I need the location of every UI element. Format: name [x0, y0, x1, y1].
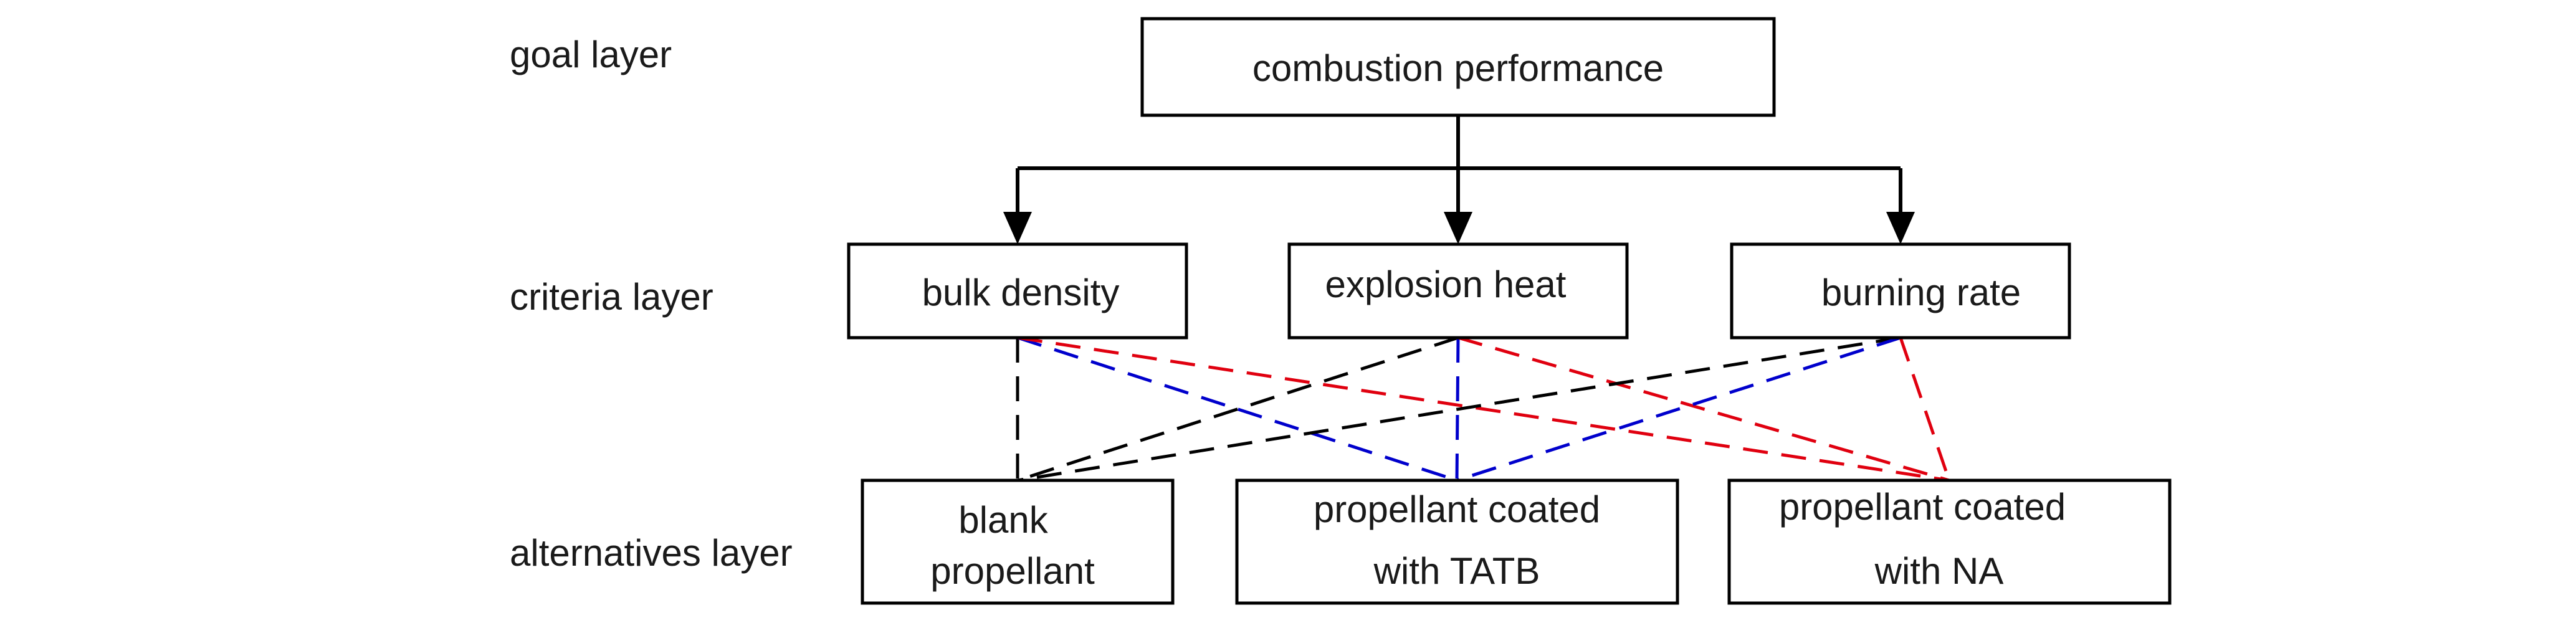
- criteria-label: explosion heat: [1325, 264, 1567, 305]
- goal-box: [1140, 17, 1776, 117]
- alternative-label-line-2: propellant: [930, 550, 1095, 592]
- arrow-head-icon: [1444, 212, 1472, 244]
- connection-explosion-heat-to-propellant-coated-tatb: [1455, 337, 1460, 481]
- alternative-box: [1727, 478, 2172, 605]
- criteria-alternative-connections: [1016, 336, 1951, 482]
- goal-label: combustion performance: [1252, 47, 1664, 89]
- tree-connectors: [1003, 115, 1915, 244]
- connection-burning-rate-to-propellant-coated-na: [1899, 337, 1951, 481]
- connection-burning-rate-to-propellant-coated-tatb: [1456, 336, 1901, 482]
- criteria-node-bulk-density: bulk density: [847, 242, 1188, 340]
- alternative-label-line-2: with NA: [1874, 550, 2004, 592]
- alternative-label-line-1: blank: [958, 499, 1048, 541]
- criteria-label: burning rate: [1821, 272, 2021, 313]
- criteria-node-burning-rate: burning rate: [1730, 242, 2071, 340]
- alternative-label-line-1: propellant coated: [1779, 486, 2066, 528]
- goal-layer-label: goal layer: [510, 34, 672, 75]
- goal-node: combustion performance: [1140, 17, 1776, 117]
- arrow-head-icon: [1003, 212, 1032, 244]
- connection-bulk-density-to-propellant-coated-na: [1017, 336, 1950, 482]
- criteria-node-explosion-heat: explosion heat: [1287, 242, 1629, 340]
- criteria-box: [1287, 242, 1629, 340]
- alternative-box: [1235, 478, 1679, 605]
- alternative-node-propellant-coated-na: propellant coated with NA: [1727, 478, 2172, 605]
- alternative-box: [861, 478, 1175, 605]
- criteria-label: bulk density: [922, 272, 1120, 313]
- criteria-layer-label: criteria layer: [510, 276, 713, 318]
- criteria-box: [847, 242, 1188, 340]
- alternative-label-line-1: propellant coated: [1314, 488, 1600, 530]
- criteria-box: [1730, 242, 2071, 340]
- arrow-head-icon: [1886, 212, 1915, 244]
- alternatives-layer-label: alternatives layer: [510, 532, 793, 574]
- alternative-label-line-2: with TATB: [1373, 550, 1540, 592]
- alternative-node-blank-propellant: blank propellant: [861, 478, 1175, 605]
- connection-burning-rate-to-blank-propellant: [1017, 336, 1901, 482]
- alternative-node-propellant-coated-tatb: propellant coated with TATB: [1235, 478, 1679, 605]
- connection-explosion-heat-to-propellant-coated-na: [1457, 336, 1950, 482]
